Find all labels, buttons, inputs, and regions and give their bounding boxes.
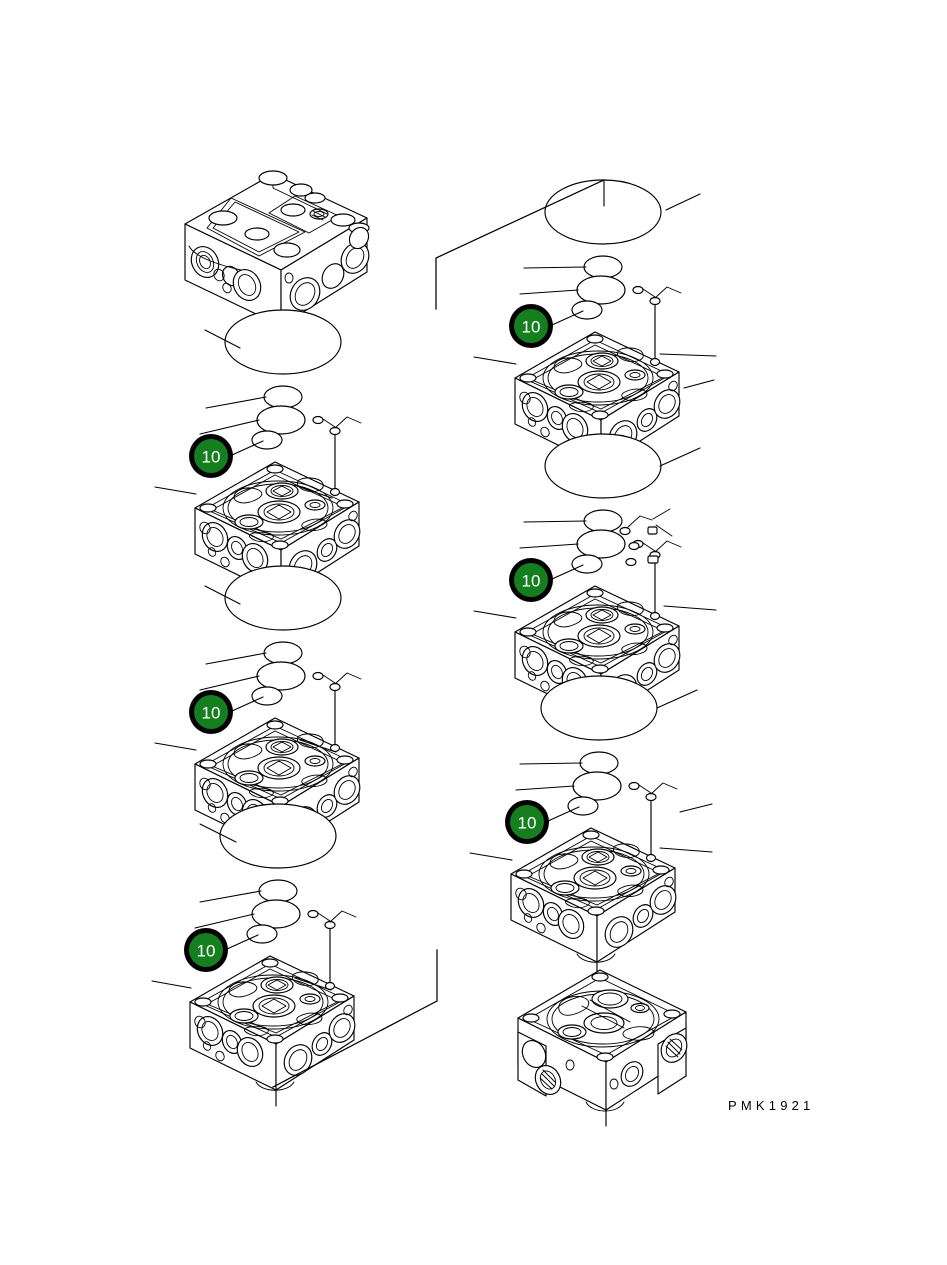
assembly-left-3	[151, 803, 361, 1107]
bracket-lower-left	[272, 949, 438, 1088]
callout-number: 10	[522, 318, 541, 337]
assembly-left-2	[154, 565, 366, 869]
callout-left-2[interactable]: 10	[189, 690, 233, 734]
assembly-right-3	[469, 675, 713, 979]
assembly-right-2	[473, 433, 717, 737]
callout-right-2[interactable]: 10	[509, 558, 553, 602]
callout-number: 10	[518, 814, 537, 833]
callout-number: 10	[522, 572, 541, 591]
small-plug-group	[619, 508, 673, 567]
drawing-reference-code: PMK1921	[728, 1098, 815, 1113]
callout-right-3[interactable]: 10	[505, 800, 549, 844]
assembly-right-1	[473, 179, 717, 483]
callout-number: 10	[197, 942, 216, 961]
callout-number: 10	[202, 448, 221, 467]
callout-left-3[interactable]: 10	[184, 928, 228, 972]
bracket-upper-right	[435, 179, 605, 310]
assembly-bottom-right-block	[517, 969, 693, 1127]
callout-right-1[interactable]: 10	[509, 304, 553, 348]
callout-number: 10	[202, 704, 221, 723]
assembly-left-1	[154, 309, 366, 613]
callout-left-1[interactable]: 10	[189, 434, 233, 478]
